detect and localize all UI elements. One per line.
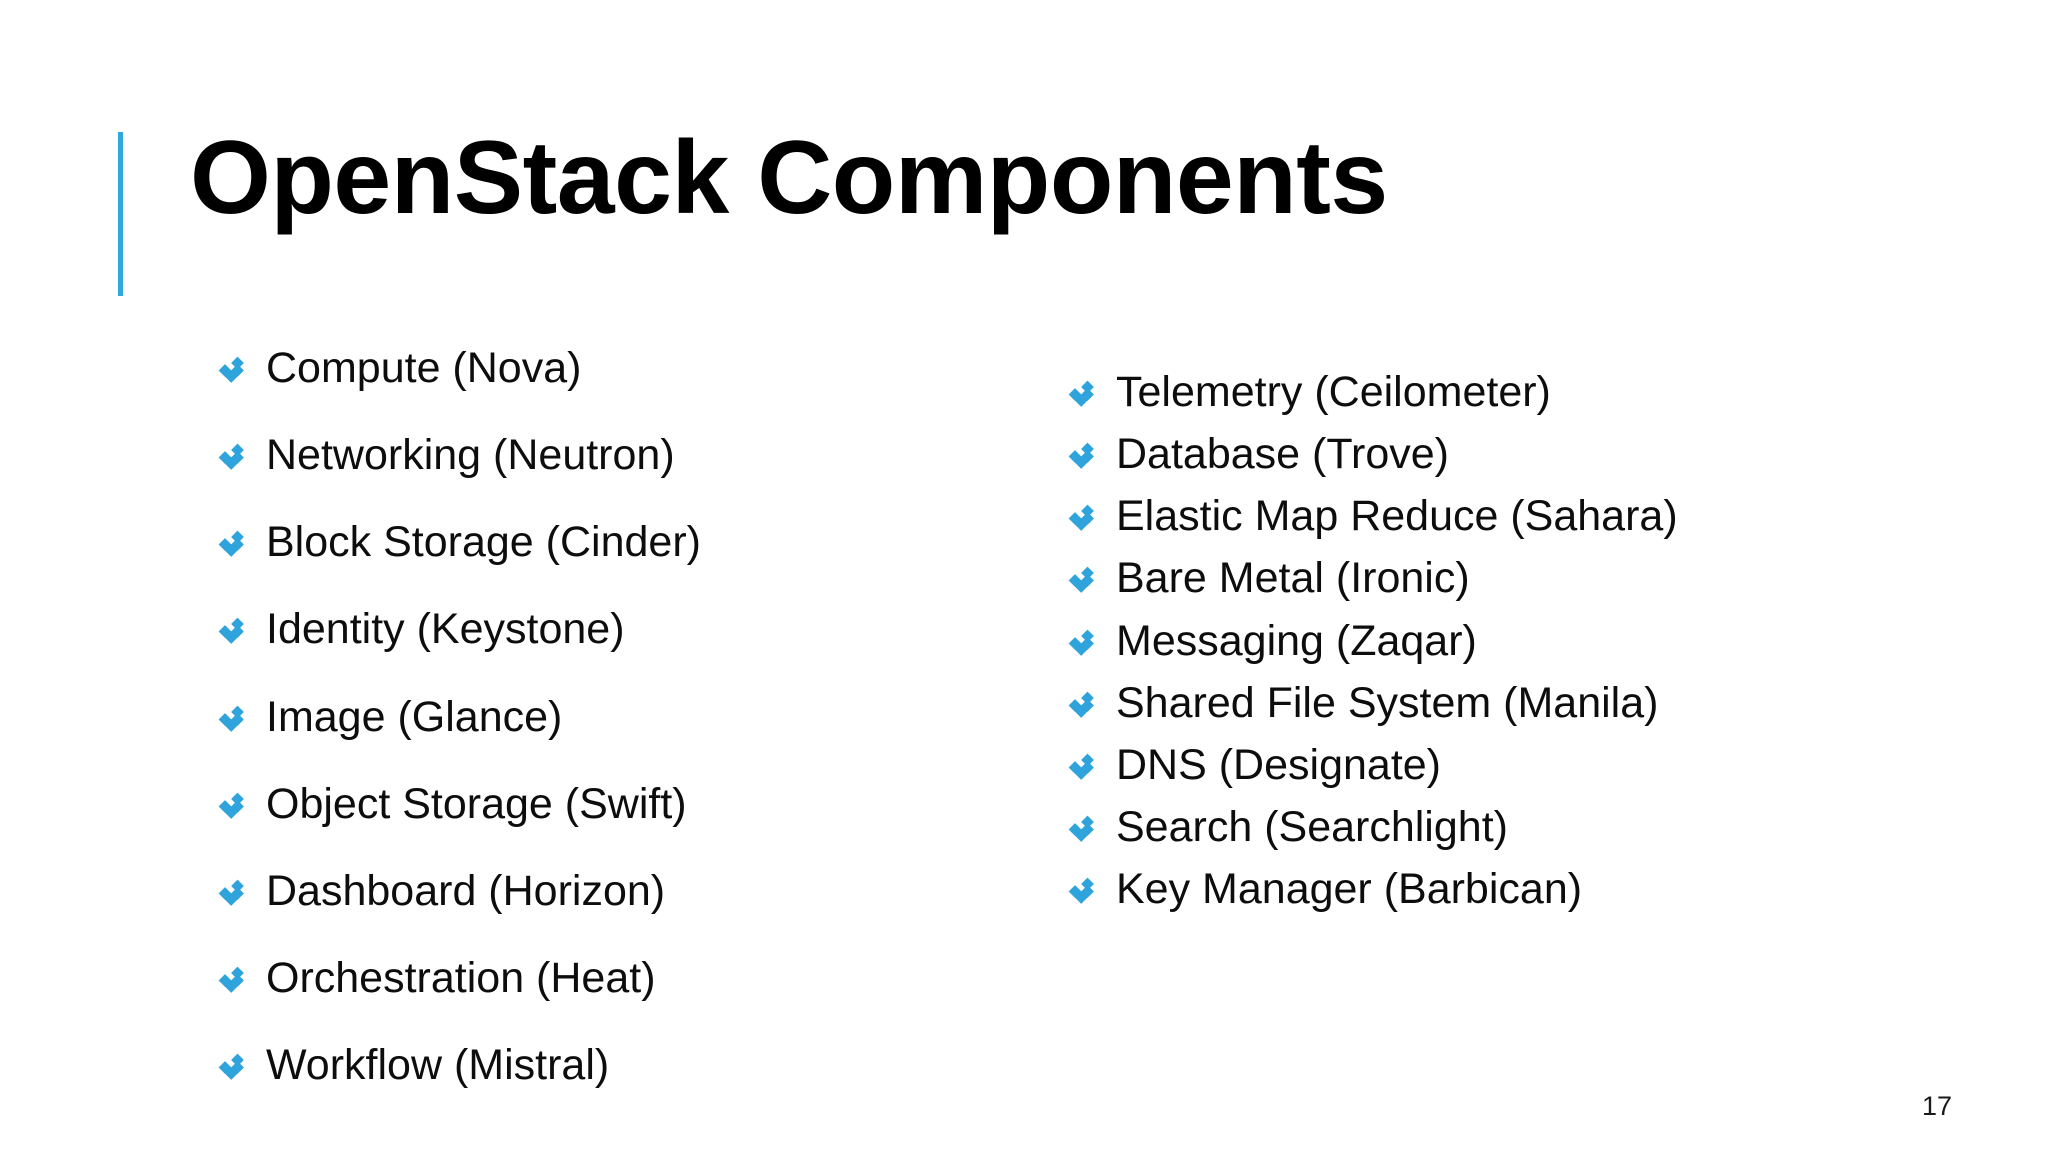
list-item: Identity (Keystone) (218, 605, 978, 653)
list-item: Networking (Neutron) (218, 431, 978, 479)
title-accent-bar (118, 132, 123, 296)
four-diamond-bullet-icon (218, 617, 266, 647)
list-item: Key Manager (Barbican) (1068, 865, 1928, 913)
list-item-label: Image (Glance) (266, 692, 563, 741)
list-item: Orchestration (Heat) (218, 954, 978, 1002)
list-item: DNS (Designate) (1068, 741, 1928, 789)
bullet-column-left: Compute (Nova) Networking (Neutron) (218, 344, 978, 1089)
list-item: Messaging (Zaqar) (1068, 617, 1928, 665)
list-item-label: Workflow (Mistral) (266, 1041, 610, 1090)
list-item-label: Database (Trove) (1116, 430, 1449, 479)
list-item-label: Elastic Map Reduce (Sahara) (1116, 492, 1678, 541)
list-item-label: Networking (Neutron) (266, 431, 675, 480)
list-item-label: Bare Metal (Ironic) (1116, 554, 1470, 603)
list-item: Compute (Nova) (218, 344, 978, 392)
list-item-label: Identity (Keystone) (266, 605, 625, 654)
four-diamond-bullet-icon (1068, 504, 1116, 534)
title-area: OpenStack Components (118, 120, 1818, 300)
four-diamond-bullet-icon (218, 1053, 266, 1083)
four-diamond-bullet-icon (218, 443, 266, 473)
list-item-label: Dashboard (Horizon) (266, 866, 666, 915)
four-diamond-bullet-icon (1068, 877, 1116, 907)
page-title: OpenStack Components (190, 120, 1388, 236)
four-diamond-bullet-icon (218, 966, 266, 996)
list-item-label: Compute (Nova) (266, 344, 582, 392)
four-diamond-bullet-icon (1068, 753, 1116, 783)
list-item: Dashboard (Horizon) (218, 867, 978, 915)
list-item-label: DNS (Designate) (1116, 740, 1441, 789)
page-number: 17 (1921, 1091, 1952, 1121)
list-item: Elastic Map Reduce (Sahara) (1068, 492, 1928, 540)
four-diamond-bullet-icon (1068, 815, 1116, 845)
list-item-label: Key Manager (Barbican) (1116, 865, 1583, 914)
list-item-label: Messaging (Zaqar) (1116, 616, 1477, 665)
list-item: Shared File System (Manila) (1068, 679, 1928, 727)
four-diamond-bullet-icon (1068, 380, 1116, 410)
list-item-label: Telemetry (Ceilometer) (1116, 368, 1551, 416)
list-item: Image (Glance) (218, 693, 978, 741)
four-diamond-bullet-icon (218, 792, 266, 822)
list-item-label: Shared File System (Manila) (1116, 678, 1659, 727)
list-item: Object Storage (Swift) (218, 780, 978, 828)
list-item: Database (Trove) (1068, 430, 1928, 478)
four-diamond-bullet-icon (218, 705, 266, 735)
list-item: Block Storage (Cinder) (218, 518, 978, 566)
list-item-label: Object Storage (Swift) (266, 779, 687, 828)
list-item: Telemetry (Ceilometer) (1068, 368, 1928, 416)
four-diamond-bullet-icon (1068, 691, 1116, 721)
four-diamond-bullet-icon (1068, 442, 1116, 472)
four-diamond-bullet-icon (1068, 566, 1116, 596)
list-item-label: Search (Searchlight) (1116, 803, 1508, 852)
list-item: Bare Metal (Ironic) (1068, 554, 1928, 602)
list-item-label: Block Storage (Cinder) (266, 518, 701, 567)
four-diamond-bullet-icon (218, 356, 266, 386)
list-item: Search (Searchlight) (1068, 803, 1928, 851)
list-item: Workflow (Mistral) (218, 1041, 978, 1089)
four-diamond-bullet-icon (1068, 629, 1116, 659)
bullet-column-right: Telemetry (Ceilometer) Database (Trove) (1068, 368, 1928, 913)
list-item-label: Orchestration (Heat) (266, 954, 656, 1003)
four-diamond-bullet-icon (218, 530, 266, 560)
four-diamond-bullet-icon (218, 879, 266, 909)
